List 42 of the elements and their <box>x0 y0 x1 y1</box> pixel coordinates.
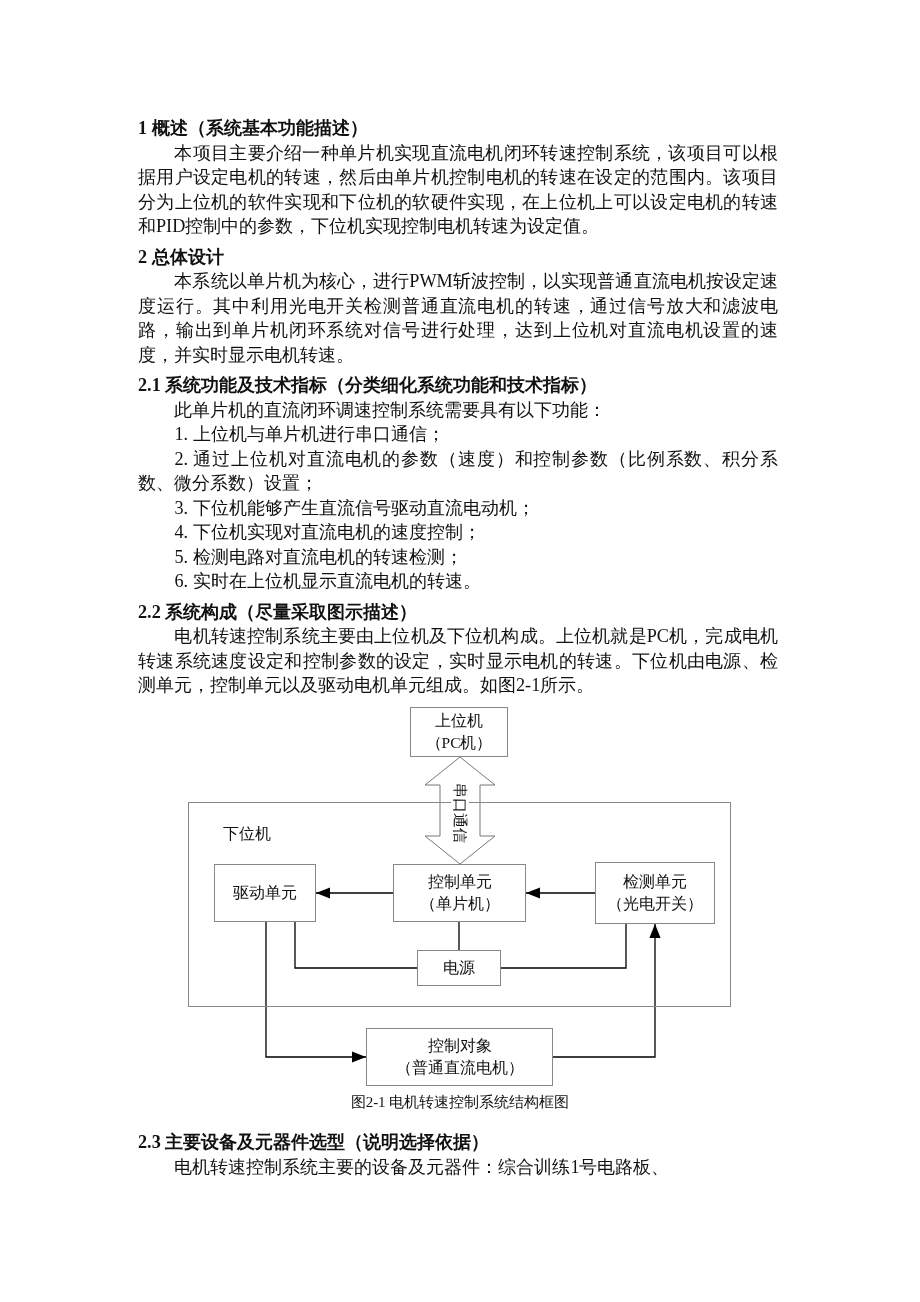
box-title: 驱动单元 <box>233 883 297 903</box>
list-item: 4. 下位机实现对直流电机的速度控制； <box>173 521 482 544</box>
arrow <box>525 887 596 899</box>
box-title: 控制对象 <box>427 1036 492 1056</box>
section-heading: 2.1 系统功能及技术指标（分类细化系统功能和技术指标） <box>138 374 599 397</box>
section-heading: 2.2 系统构成（尽量采取图示描述） <box>138 600 419 624</box>
power-box <box>417 950 501 986</box>
paragraph: 此单片机的直流闭环调速控制系统需要具有以下功能： <box>173 398 608 422</box>
section-heading: 2 总体设计 <box>138 245 225 269</box>
unit-box <box>393 864 526 922</box>
list-item: 6. 实时在上位机显示直流电机的转速。 <box>173 570 482 593</box>
list-item: 5. 检测电路对直流电机的转速检测； <box>173 545 464 569</box>
frame-title: 下位机 <box>223 824 271 844</box>
box-title: 电源 <box>443 958 475 978</box>
unit-box <box>595 862 715 924</box>
box-title: 上位机 <box>435 711 483 731</box>
box-subtitle: （光电开关） <box>607 894 703 914</box>
paragraph: 本系统以单片机为核心，进行PWM斩波控制，以实现普通直流电机按设定速度运行。其中利用光电开关检测普通直流电机的转速，通过信号放大和滤波电路，输出到单片机闭环系统对信号进行处理，达到上位机对直流电机设置的速度，并实时显示电机转速。 <box>138 270 778 367</box>
list-item: 2. 通过上位机对直流电机的参数（速度）和控制参数（比例系数、积分系数、微分系数）设置； <box>138 447 778 495</box>
edge-label: 串口通信 <box>451 783 469 843</box>
box-title: 控制单元 <box>427 872 492 892</box>
paragraph: 本项目主要介绍一种单片机实现直流电机闭环转速控制系统，该项目可以根据用户设定电机的转速，然后由单片机控制电机的转速在设定的范围内。该项目分为上位机的软件实现和下位机的软硬件实现，在上位机上可以设定电机的转速和PID控制中的参数，下位机实现控制电机转速为设定值。 <box>138 141 778 238</box>
figure-caption: 图2-1 电机转速控制系统结构框图 <box>349 1093 571 1112</box>
paragraph: 电机转速控制系统主要的设备及元器件：综合训练1号电路板、 <box>173 1155 671 1179</box>
arrow <box>552 923 661 1058</box>
section-heading: 2.3 主要设备及元器件选型（说明选择依据） <box>138 1131 491 1154</box>
box-subtitle: （PC机） <box>425 733 493 753</box>
list-item: 3. 下位机能够产生直流信号驱动直流电动机； <box>173 496 536 520</box>
arrow <box>265 921 367 1063</box>
box-subtitle: （单片机） <box>419 894 500 914</box>
box-subtitle: （普通直流电机） <box>395 1058 524 1078</box>
paragraph: 电机转速控制系统主要由上位机及下位机构成。上位机就是PC机，完成电机转速系统速度设定和控制参数的设定，实时显示电机的转速。下位机由电源、检测单元，控制单元以及驱动电机单元组成。如图2-1所示。 <box>138 625 778 697</box>
arrow <box>315 887 394 899</box>
motor-box <box>366 1028 553 1086</box>
connector-line <box>458 921 460 951</box>
box-title: 检测单元 <box>623 872 687 892</box>
connector-line <box>500 923 627 969</box>
list-item: 1. 上位机与单片机进行串口通信； <box>173 423 446 446</box>
host-box <box>410 707 508 757</box>
connector-line <box>294 921 418 969</box>
unit-box <box>214 864 316 922</box>
section-heading: 1 概述（系统基本功能描述） <box>138 117 369 140</box>
